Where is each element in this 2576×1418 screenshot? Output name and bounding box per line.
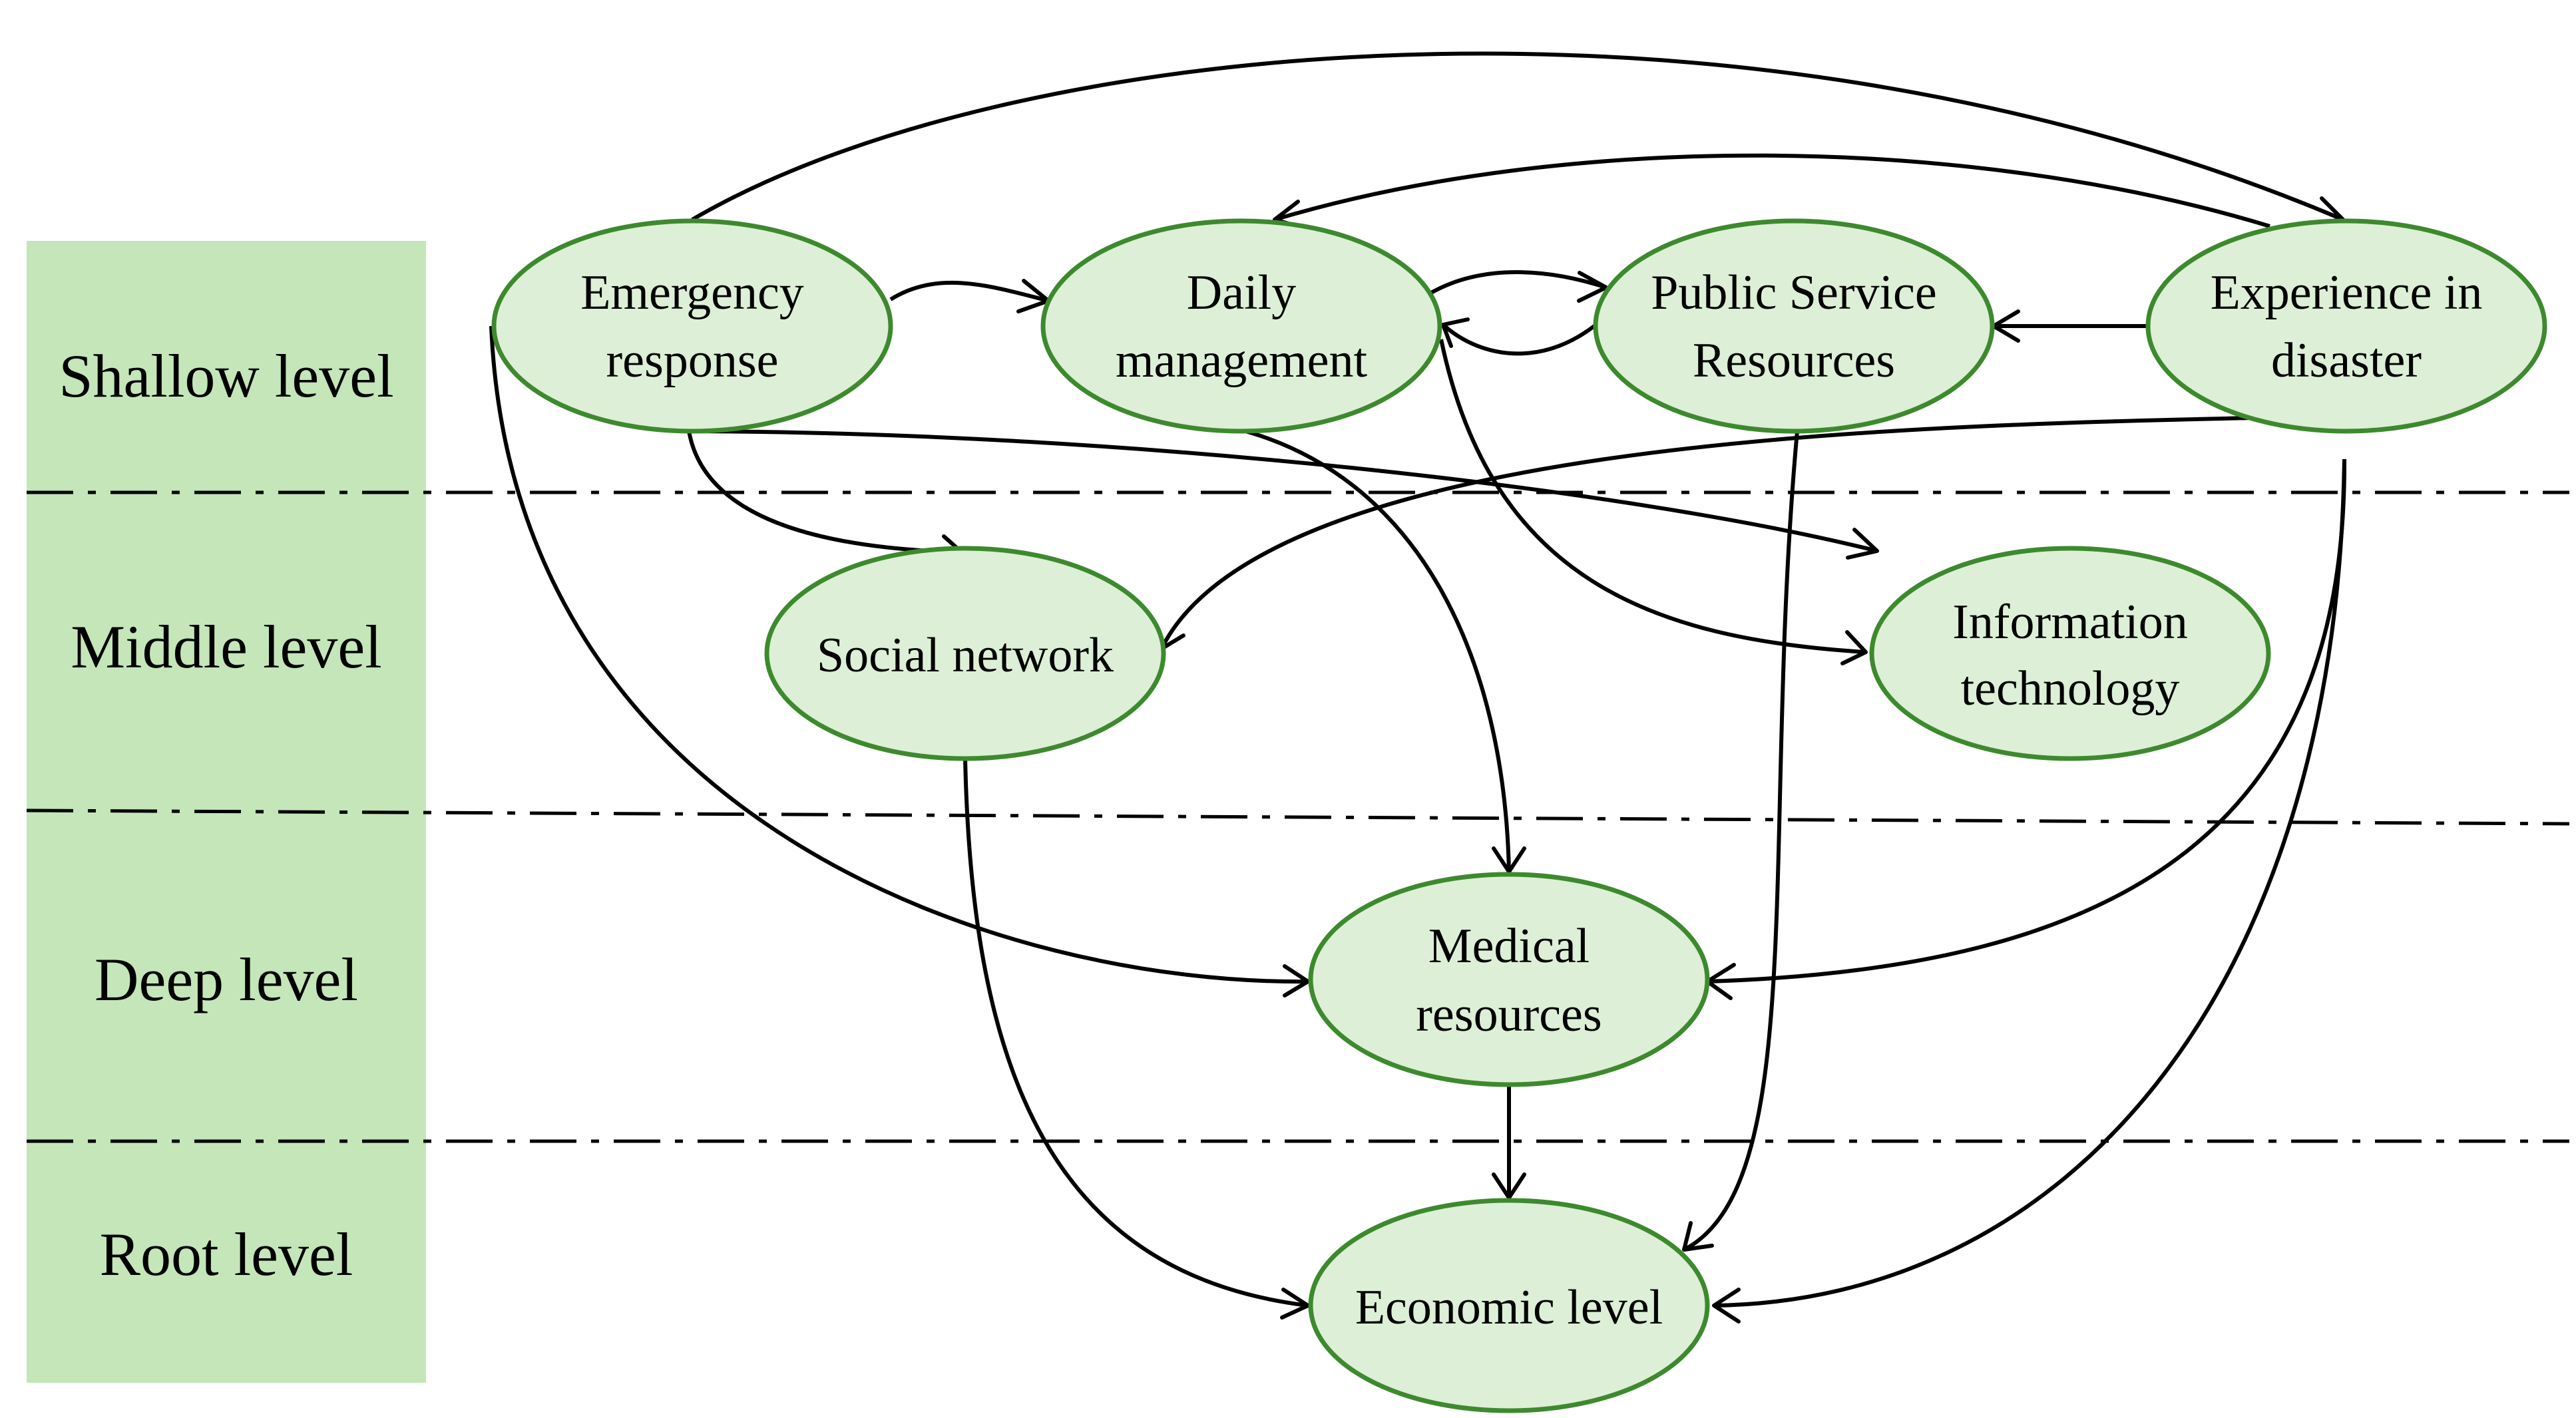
edge-emergency-medical [489, 325, 1309, 984]
node-label-line: technology [1961, 661, 2180, 716]
node-shape [1040, 218, 1442, 434]
level-labels: Shallow level Middle level Deep level Ro… [59, 342, 393, 1288]
edge-experience-daily [1274, 153, 2270, 228]
node-shape [1593, 218, 1995, 434]
node-label-line: disaster [2271, 333, 2422, 388]
edge-emergency-info [692, 429, 1878, 553]
edge-emergency-daily [889, 280, 1049, 303]
node-daily-management[interactable]: Daily management [1040, 218, 1442, 434]
node-shape [1308, 872, 1710, 1087]
edge-experience-medical [1707, 458, 2347, 983]
edge-daily-medical [1237, 427, 1511, 872]
node-shape [764, 546, 1166, 761]
arrowheads [942, 196, 2345, 1324]
arrowhead-experience-economic [1712, 1288, 1741, 1324]
arrowhead-public-economic [1682, 1221, 1714, 1252]
node-label-line: management [1116, 333, 1367, 388]
edges [489, 51, 2347, 1308]
arrowhead-social-economic [1280, 1288, 1310, 1320]
node-label-line: response [606, 333, 779, 388]
node-label-line: Medical [1428, 919, 1590, 974]
node-social-network[interactable]: Social network [764, 546, 1166, 761]
node-shape [491, 218, 893, 434]
node-label-line: Public Service [1651, 266, 1937, 320]
edge-public-daily [1441, 323, 1596, 356]
level-label-deep: Deep level [95, 946, 358, 1013]
edge-experience-economic [1713, 458, 2346, 1308]
node-information-technology[interactable]: Information technology [1869, 546, 2271, 761]
level-label-root: Root level [100, 1220, 353, 1288]
node-label-line: Experience in [2211, 266, 2483, 320]
edge-emergency-experience [691, 51, 2344, 222]
nodes: Emergency response Daily management Publ… [491, 218, 2547, 1413]
level-label-middle: Middle level [71, 613, 382, 681]
arrowhead-medical-economic [1492, 1172, 1526, 1200]
arrowhead-public-daily [1441, 317, 1470, 348]
node-label-line: Social network [817, 628, 1114, 683]
arrowhead-daily-public [1577, 271, 1608, 303]
edge-emergency-social [687, 431, 963, 554]
edge-social-economic [963, 758, 1309, 1308]
edge-experience-social [1160, 416, 2253, 650]
divider-middle-deep [26, 808, 2570, 826]
node-shape [2145, 218, 2547, 434]
level-dividers [26, 490, 2570, 1143]
node-label-line: Daily [1187, 266, 1296, 320]
level-label-shallow: Shallow level [59, 342, 393, 410]
node-emergency-response[interactable]: Emergency response [491, 218, 893, 434]
node-economic-level[interactable]: Economic level [1308, 1198, 1710, 1413]
edge-daily-public [1430, 270, 1607, 295]
node-label-line: Information [1952, 595, 2187, 649]
node-shape [1308, 1198, 1710, 1413]
arrowhead-emergency-info [1846, 528, 1879, 560]
node-label-line: Resources [1693, 333, 1895, 388]
node-medical-resources[interactable]: Medical resources [1308, 872, 1710, 1087]
node-label-line: resources [1416, 987, 1602, 1042]
arrowhead-daily-medical [1492, 846, 1526, 874]
node-public-service-resources[interactable]: Public Service Resources [1593, 218, 1995, 434]
node-experience-in-disaster[interactable]: Experience in disaster [2145, 218, 2547, 434]
edge-daily-info [1439, 339, 1866, 654]
node-label-line: Emergency [580, 266, 804, 320]
node-shape [1869, 546, 2271, 761]
arrowhead-emergency-medical [1283, 964, 1310, 997]
node-label-line: Economic level [1355, 1280, 1663, 1335]
edge-public-economic [1683, 431, 1799, 1252]
arrowhead-daily-info [1840, 630, 1868, 665]
